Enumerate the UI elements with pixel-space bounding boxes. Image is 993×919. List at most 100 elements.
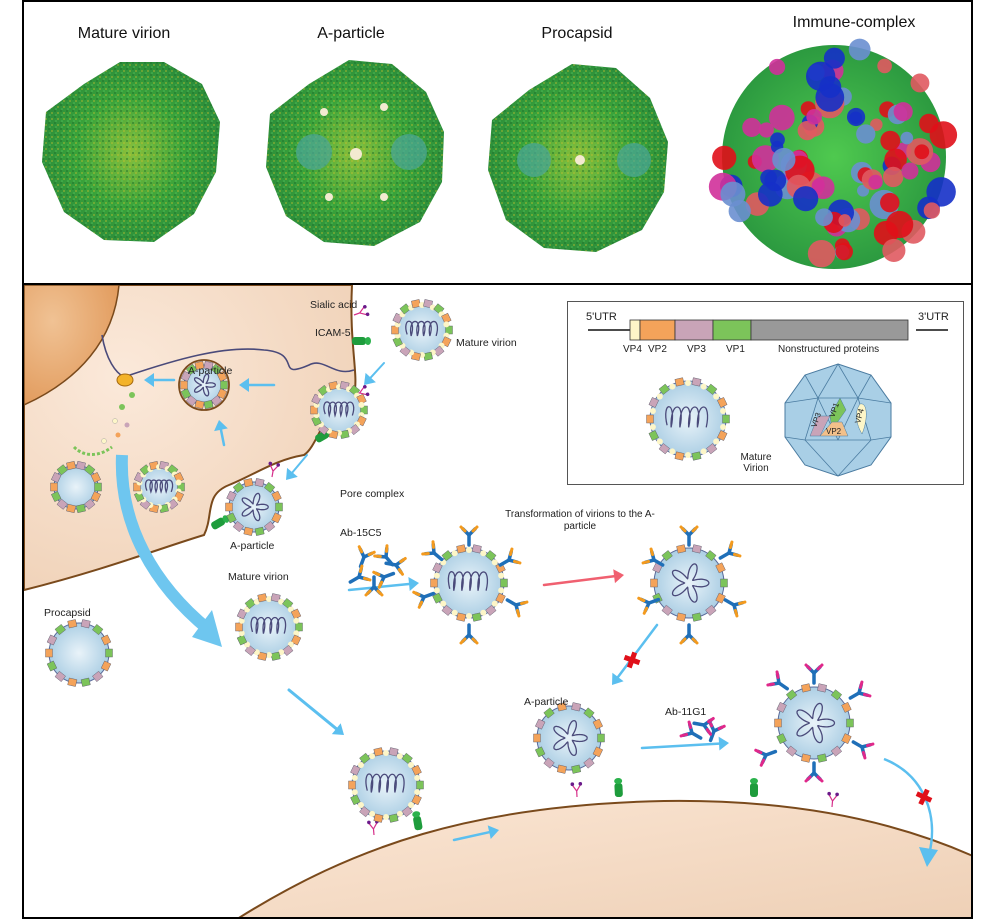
genome-legend: VP3 VP1 VP2 VP4 5'UTR 3'UTR VP4 VP2 VP3 … (567, 301, 964, 485)
antibody-15c5-free-2 (348, 564, 372, 584)
immune-antibody-blob (758, 122, 774, 138)
immune-antibody-blob (823, 47, 845, 69)
antibody-15c5-bound-4 (459, 623, 479, 645)
immune-antibody-blob (848, 38, 871, 61)
antibodies (348, 525, 875, 783)
antibody-15c5-free-3 (372, 570, 396, 589)
virion-mature-entering (310, 381, 368, 439)
structures-panel: Mature virion A-particle Procapsid Immun… (22, 0, 973, 285)
immune-antibody-blob (901, 162, 919, 180)
antibody-15c5-a-particle-2 (718, 540, 742, 560)
immune-antibody-blob (884, 148, 907, 171)
mature-virion-render (42, 62, 220, 242)
arrow-maturation-head (192, 610, 222, 647)
genome-segment-4 (750, 319, 909, 341)
immune-antibody-blob (769, 58, 786, 76)
virion-mature-center (235, 593, 303, 661)
antibody-11g1-bound-5 (754, 748, 778, 767)
virion-a-particle-ab11g1 (774, 683, 854, 763)
label-5utr: 5'UTR (586, 311, 617, 323)
virion-a-particle-membrane (225, 478, 283, 536)
antibody-15c5-free-5 (384, 557, 407, 576)
arrow-transformation (542, 569, 624, 587)
block-mark-2 (915, 788, 933, 806)
capsid-fragments (72, 392, 135, 456)
immune-antibody-blob (805, 61, 836, 92)
antibody-11g1-bound-1 (766, 670, 789, 691)
immune-antibody-blob (914, 144, 930, 160)
sialic-acid-label (353, 304, 370, 317)
ribosome (116, 373, 134, 387)
genome-legend-graphic: VP3 VP1 VP2 VP4 (588, 319, 948, 477)
gene-label-vp4: VP4 (623, 344, 642, 355)
antibody-11g1-bound-4 (804, 761, 824, 783)
immune-antibody-blob (751, 145, 779, 173)
gene-label-nonstructured: Nonstructured proteins (778, 344, 880, 355)
immune-antibody-blob (856, 124, 876, 144)
label-a-particle-bottom: A-particle (524, 696, 569, 708)
label-ab-11g1: Ab-11G1 (665, 706, 707, 718)
arrow-to-membrane (287, 688, 344, 735)
host-cell-upper (24, 285, 357, 592)
immune-antibody-blob (880, 130, 901, 151)
immune-antibody-blob (793, 186, 819, 212)
antibody-15c5-a-particle-5 (637, 596, 661, 615)
immune-antibody-blob (900, 131, 914, 145)
label-transformation: Transformation of virions to the A-parti… (505, 509, 655, 532)
label-mature-virion-entry: Mature virion (456, 337, 517, 349)
arrow-to-membrane-a-particle (452, 825, 499, 842)
label-icam5: ICAM-5 (315, 327, 351, 339)
antibody-15c5-free-0 (357, 545, 376, 569)
mechanism-diagram (24, 285, 971, 917)
arrow-maturation-curve (115, 454, 213, 635)
infection-mechanism-panel: Sialic acid ICAM-5 Mature virion A-parti… (22, 283, 973, 919)
gene-label-vp3: VP3 (687, 344, 706, 355)
sialic-acid-bottom-2 (570, 782, 583, 798)
immune-antibody-blob (815, 208, 833, 227)
arrow-to-endosome (239, 378, 276, 392)
immune-antibody-blob (838, 214, 852, 227)
immune-antibody-blob (769, 104, 795, 131)
antibody-15c5-bound-5 (412, 590, 436, 609)
virion-procapsid-intracellular (50, 461, 102, 513)
a-particle-render (266, 60, 444, 246)
antibody-11g1-bound-2 (848, 680, 872, 700)
arrow-blocked (612, 623, 659, 685)
immune-antibody-blob (797, 120, 817, 141)
virion-mature-membrane (348, 747, 424, 823)
immune-antibody-blob (742, 117, 762, 137)
structure-title-procapsid: Procapsid (541, 25, 613, 42)
immune-antibody-blob (846, 107, 866, 127)
genome-segment-0 (629, 319, 641, 341)
label-mature-virion-center: Mature virion (228, 571, 289, 583)
label-mature-virion-legend: Mature Virion (740, 452, 772, 474)
immune-antibody-blob (807, 239, 836, 268)
label-pore-complex: Pore complex (340, 488, 405, 500)
sialic-acid-membrane (268, 461, 280, 478)
immune-antibody-blob (835, 242, 853, 261)
immune-complex-render (708, 38, 958, 269)
virion-a-particle-ab15c5 (650, 544, 728, 622)
immune-antibody-blob (712, 145, 737, 170)
immune-antibody-blob (772, 147, 796, 172)
arrow-membrane-to-endosome (214, 420, 228, 447)
nucleus (24, 285, 120, 406)
virion-procapsid (45, 619, 113, 687)
immune-antibody-blob (883, 166, 904, 188)
antibody-15c5-bound-2 (498, 547, 522, 567)
antibody-11g1-free-2 (692, 717, 715, 736)
sialic-acid-bottom-3 (827, 791, 839, 808)
label-ab-15c5: Ab-15C5 (340, 527, 382, 539)
block-mark-1 (623, 651, 641, 669)
antibody-15c5-bound-0 (459, 525, 479, 547)
antibody-11g1-bound-3 (851, 740, 875, 760)
immune-antibody-blob (806, 109, 822, 125)
label-a-particle-endosome: A-particle (188, 365, 233, 377)
procapsid-render (488, 64, 668, 252)
icam5-bottom-2 (614, 778, 623, 798)
immune-antibody-blob (885, 210, 914, 239)
ico-label-vp4: VP4 (853, 407, 866, 424)
virion-mature-ab15c5 (430, 544, 508, 622)
antibody-15c5-a-particle-1 (641, 547, 665, 567)
immune-antibody-blob (893, 102, 913, 122)
